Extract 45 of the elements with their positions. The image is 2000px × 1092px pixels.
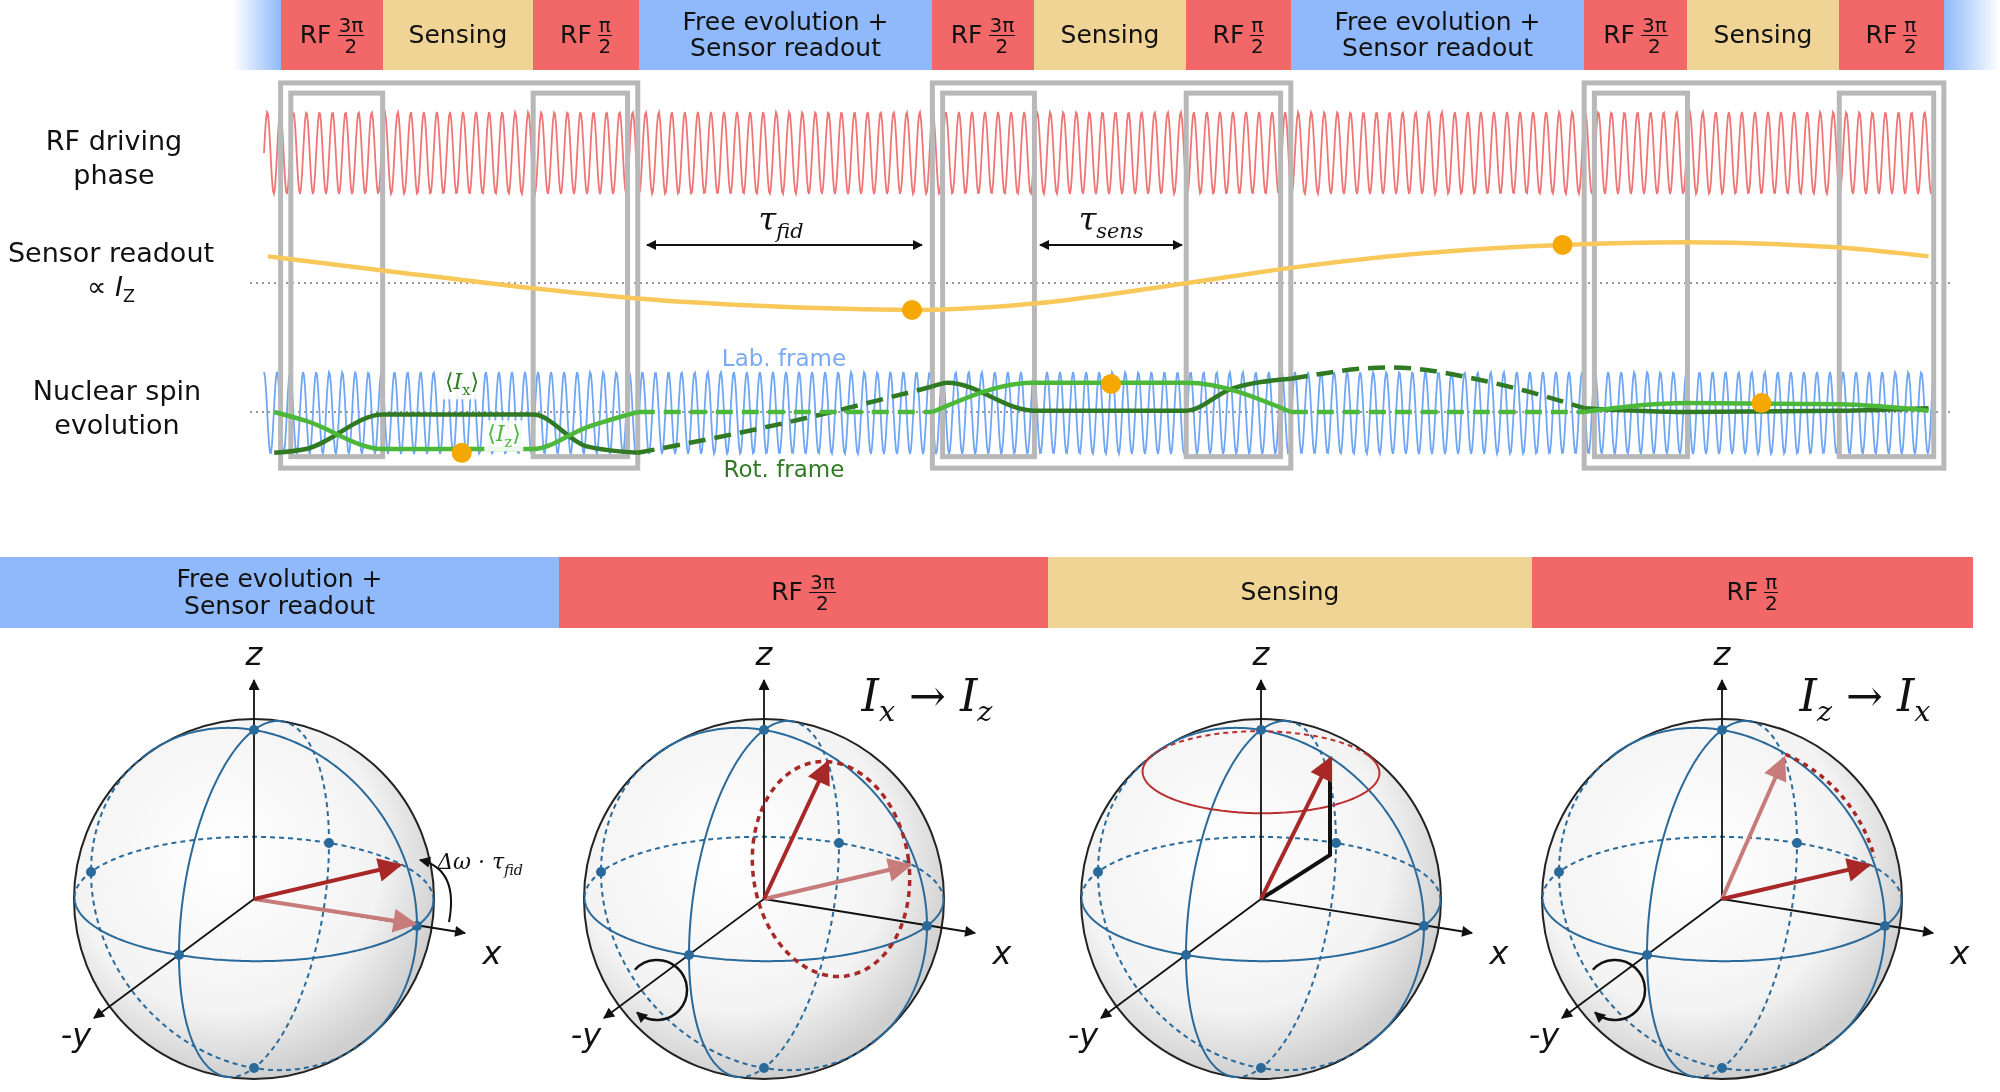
axis-label: x	[1489, 933, 1509, 973]
band-label: Free evolution + Sensor readout	[681, 8, 890, 62]
phase-band	[281, 0, 383, 70]
frame-label: Lab. frame	[721, 343, 847, 373]
row-label: Nuclear spin evolution	[31, 374, 203, 442]
phase-band	[533, 0, 639, 70]
angle-label: Δω · τ$_{fid}$	[437, 848, 523, 880]
band-label: Sensing	[1240, 579, 1340, 606]
phase-band	[639, 0, 932, 70]
phase-band	[1186, 0, 1291, 70]
axis-label: z	[1713, 634, 1731, 674]
equation-label: I$_{z}$ → I$_{x}$	[1799, 669, 1931, 730]
band-label: Free evolution + Sensor readout	[1333, 8, 1542, 62]
phase-band	[0, 557, 559, 628]
band-label: Free evolution + Sensor readout	[175, 566, 384, 619]
phase-band	[932, 0, 1034, 70]
axis-label: x	[1950, 933, 1970, 973]
band-label: Sensing	[1060, 21, 1160, 49]
axis-label: x	[992, 933, 1012, 973]
equation-label: I$_{x}$ → I$_{z}$	[861, 669, 993, 730]
phase-band	[1687, 0, 1839, 70]
axis-label: z	[755, 634, 773, 674]
axis-label: z	[245, 634, 263, 674]
dimension-label: τ$_{fid}$	[758, 199, 804, 245]
axis-label: -y	[60, 1015, 92, 1055]
phase-band	[1034, 0, 1186, 70]
band-label: Sensing	[1713, 21, 1813, 49]
axis-label: x	[482, 933, 502, 973]
phase-band	[1584, 0, 1687, 70]
row-label: RF driving phase	[44, 124, 184, 192]
phase-band	[1839, 0, 1944, 70]
axis-label: z	[1252, 634, 1270, 674]
dimension-label: τ$_{sens}$	[1078, 199, 1144, 245]
phase-band	[1532, 557, 1973, 628]
axis-label: -y	[570, 1015, 602, 1055]
phase-band	[559, 557, 1048, 628]
phase-band	[383, 0, 533, 70]
row-label: Sensor readout ∝ I$_{Z}$	[6, 235, 216, 309]
phase-band	[1291, 0, 1584, 70]
band-label: Sensing	[408, 21, 508, 49]
axis-label: -y	[1067, 1015, 1099, 1055]
phase-band	[1048, 557, 1532, 628]
axis-label: -y	[1528, 1015, 1560, 1055]
frame-label: Rot. frame	[723, 454, 845, 484]
curve-label: ⟨I$_{z}$⟩	[484, 420, 524, 452]
